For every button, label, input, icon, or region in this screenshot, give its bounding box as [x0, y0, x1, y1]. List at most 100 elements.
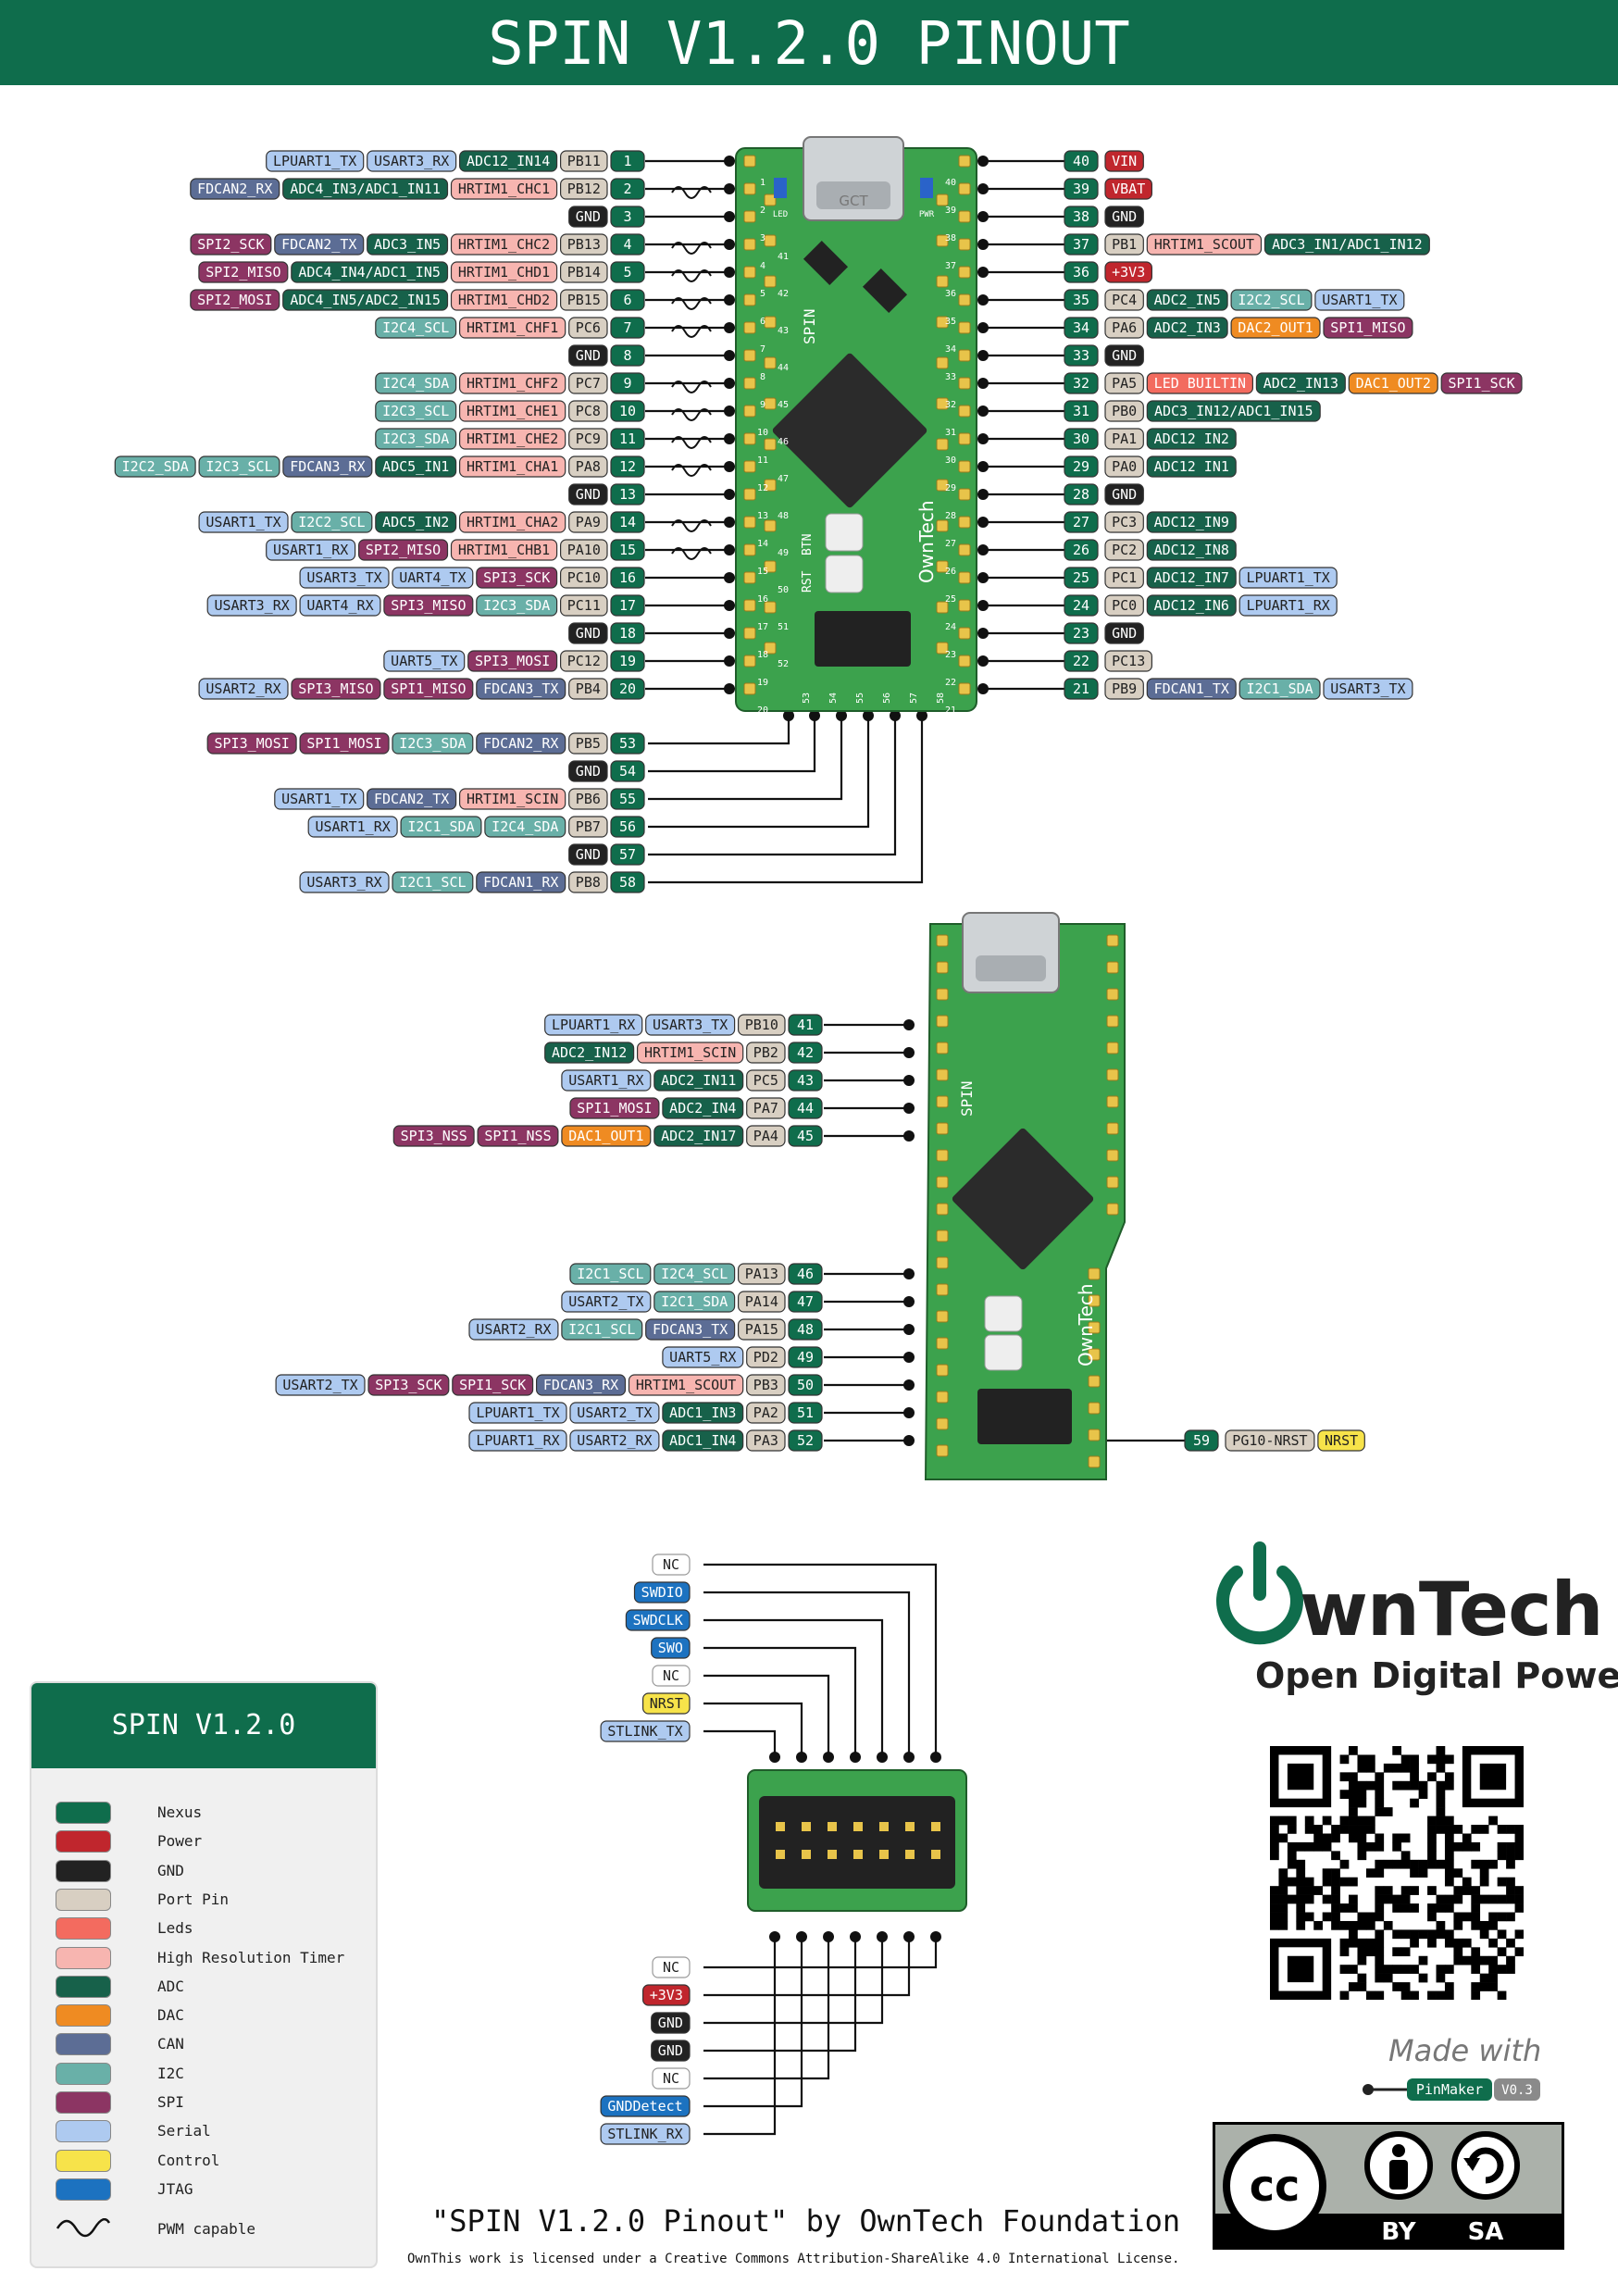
pin-15-fn-text: USART1_RX	[273, 542, 348, 558]
pin-56-number-text: 56	[619, 818, 636, 835]
pin-42-number: 42	[788, 1042, 823, 1064]
pin-32-fn-text: PA5	[1112, 375, 1137, 392]
jtag-bottom-4: NC	[652, 2067, 691, 2090]
pin-50-fn: SPI3_SCK	[367, 1374, 450, 1396]
pin-5-number: 5	[610, 261, 645, 283]
pin-20-fn: SPI1_MISO	[383, 678, 474, 700]
pin-dot	[724, 489, 735, 500]
pin-2-fn-text: ADC4_IN3/ADC1_IN11	[290, 181, 441, 197]
pin-15-fn-text: HRTIM1_CHB1	[458, 542, 550, 558]
legend-label: ADC	[157, 1977, 184, 1995]
pin-2-fn: FDCAN2_RX	[190, 178, 280, 200]
pin-25-fn-text: ADC12_IN7	[1154, 569, 1229, 586]
pin-34-fn-text: PA6	[1112, 319, 1137, 336]
silk-right-num: 25	[945, 594, 956, 605]
pwm-icon	[671, 547, 712, 560]
pin-5-fn-text: HRTIM1_CHD1	[458, 264, 550, 281]
pin-21-fn-text: USART3_TX	[1330, 680, 1405, 697]
sa-icon	[1451, 2131, 1520, 2200]
pin-31-number-text: 31	[1073, 403, 1089, 419]
pin-12-fn: I2C3_SCL	[198, 455, 280, 478]
pin-12-number: 12	[610, 455, 645, 478]
pin-6-number-text: 6	[623, 292, 631, 308]
pin-dot	[796, 1931, 807, 1942]
pin-6-port: PB15	[559, 289, 608, 311]
pin-52-fn: LPUART1_RX	[468, 1429, 567, 1452]
silk-right-num: 29	[945, 483, 956, 493]
pin-14-fn-text: USART1_TX	[205, 514, 280, 530]
pin-45-fn: ADC2_IN17	[653, 1125, 744, 1147]
pin-48-number: 48	[788, 1318, 823, 1341]
pin-5-fn: SPI2_MISO	[198, 261, 289, 283]
jtag-bottom-1-text: +3V3	[650, 1987, 683, 2003]
cc-icons: cc BY SA	[1215, 2125, 1562, 2246]
pin-5-port-text: PB14	[567, 264, 601, 281]
pin-10-fn: I2C3_SCL	[375, 400, 457, 422]
pin-7-fn-text: I2C4_SCL	[382, 319, 449, 336]
pin-4-number: 4	[610, 233, 645, 256]
pin-14-fn-text: ADC5_IN2	[382, 514, 449, 530]
pwm-icon	[56, 2218, 111, 2238]
pin-5-number-text: 5	[623, 264, 631, 281]
jtag-top-6-text: STLINK_TX	[607, 1723, 682, 1740]
silk-right-num: 24	[945, 622, 956, 632]
pin-53-fn-text: SPI1_MOSI	[306, 735, 381, 752]
jtag-bottom-1: +3V3	[641, 1984, 691, 2006]
pin-24-fn-text: LPUART1_RX	[1247, 597, 1330, 614]
pin-43-port: PC5	[746, 1069, 786, 1092]
pin-52-port: PA3	[746, 1429, 786, 1452]
pin-55-fn-text: HRTIM1_SCIN	[467, 791, 558, 807]
pin-58-fn-text: USART3_RX	[306, 874, 381, 891]
pin-21-fn: PB9	[1104, 678, 1144, 700]
jtag-top-2-text: SWDCLK	[633, 1612, 683, 1628]
pin-16-port: PC10	[559, 567, 608, 589]
pin-10-port-text: PC8	[576, 403, 601, 419]
pin-3-number: 3	[610, 206, 645, 228]
pin-27-fn-text: ADC12_IN9	[1154, 514, 1229, 530]
legend-swatch	[56, 2062, 111, 2085]
pin-44-port-text: PA7	[753, 1100, 778, 1117]
pin-57-gnd: GND	[568, 843, 608, 866]
pin-54-number: 54	[610, 760, 645, 782]
boot-button	[825, 555, 864, 593]
pin-9-port: PC7	[568, 372, 608, 394]
pin-48-fn: USART2_RX	[468, 1318, 559, 1341]
pin-18-number: 18	[610, 622, 645, 644]
silk-left-num: 19	[757, 678, 768, 688]
pin-12-fn: I2C2_SDA	[114, 455, 196, 478]
pin-4-fn-text: HRTIM1_CHC2	[458, 236, 550, 253]
pin-7-fn: HRTIM1_CHF1	[459, 317, 566, 339]
pin-53-fn-text: FDCAN2_RX	[483, 735, 558, 752]
pin-dot	[724, 294, 735, 306]
pin-15-fn-text: SPI2_MISO	[366, 542, 441, 558]
pin-58-port-text: PB8	[576, 874, 601, 891]
pin-36-number: 36	[1064, 261, 1099, 283]
pin-19-port: PC12	[559, 650, 608, 672]
pin-56-port: PB7	[568, 816, 608, 838]
pin-25-fn: PC1	[1104, 567, 1144, 589]
pin-58-fn: I2C1_SCL	[392, 871, 474, 893]
pin-6-number: 6	[610, 289, 645, 311]
pin-29-number-text: 29	[1073, 458, 1089, 475]
wires-layer	[645, 156, 1185, 2136]
pin-43-fn-text: USART1_RX	[568, 1072, 643, 1089]
pin-45-fn-text: SPI1_NSS	[484, 1128, 551, 1144]
pin-12-fn: FDCAN3_RX	[282, 455, 373, 478]
pin-36-fn: +3V3	[1104, 261, 1153, 283]
pin-45-fn: SPI3_NSS	[392, 1125, 475, 1147]
pin-15-number: 15	[610, 539, 645, 561]
pin-50-fn-text: HRTIM1_SCOUT	[636, 1377, 736, 1393]
jtag-bottom-2: GND	[651, 2012, 691, 2034]
pin-8-gnd: GND	[568, 344, 608, 367]
pin-50-fn: HRTIM1_SCOUT	[628, 1374, 744, 1396]
pwm-icon	[671, 519, 712, 532]
silk-left-num: 8	[760, 372, 765, 382]
pin-17-fn: USART3_RX	[206, 594, 297, 617]
pin-43-fn: USART1_RX	[561, 1069, 652, 1092]
pin-27-fn: ADC12_IN9	[1146, 511, 1237, 533]
pin-57-number: 57	[610, 843, 645, 866]
pwr-silk: PWR	[919, 210, 935, 219]
pin-37-number: 37	[1064, 233, 1099, 256]
pin-20-fn-text: SPI3_MISO	[298, 680, 373, 697]
